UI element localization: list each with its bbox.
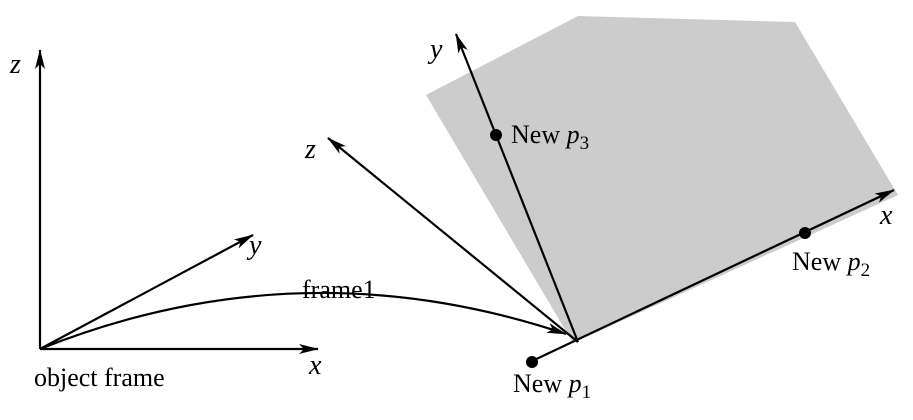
frame1-transform: frame1	[39, 275, 567, 351]
new-frame: y z x	[304, 33, 895, 363]
new-frame-x-axis	[529, 189, 895, 363]
point-p3: New p3	[490, 120, 589, 154]
point-p2: New p2	[792, 227, 870, 281]
new-frame-z-axis	[327, 137, 579, 343]
object-frame-caption: object frame	[34, 363, 165, 392]
new-frame-x-label: x	[879, 200, 893, 231]
point-p2-dot	[799, 227, 811, 239]
object-frame-x-label: x	[308, 350, 322, 381]
frame1-arc	[39, 291, 567, 351]
object-frame-y-axis	[39, 234, 254, 350]
new-frame-plane	[426, 16, 898, 343]
point-p1-dot	[526, 356, 538, 368]
object-frame: z x y object frame	[9, 49, 322, 392]
point-p1-label: New p1	[513, 369, 591, 403]
frame1-label: frame1	[302, 275, 376, 304]
point-p1: New p1	[513, 356, 591, 403]
point-p2-label: New p2	[792, 247, 870, 281]
new-frame-y-axis	[454, 33, 580, 343]
point-p3-dot	[490, 129, 502, 141]
point-p3-label: New p3	[511, 120, 589, 154]
object-frame-y-label: y	[246, 230, 262, 261]
new-frame-z-label: z	[304, 134, 316, 165]
new-frame-y-label: y	[427, 34, 443, 65]
object-frame-z-label: z	[9, 49, 21, 80]
